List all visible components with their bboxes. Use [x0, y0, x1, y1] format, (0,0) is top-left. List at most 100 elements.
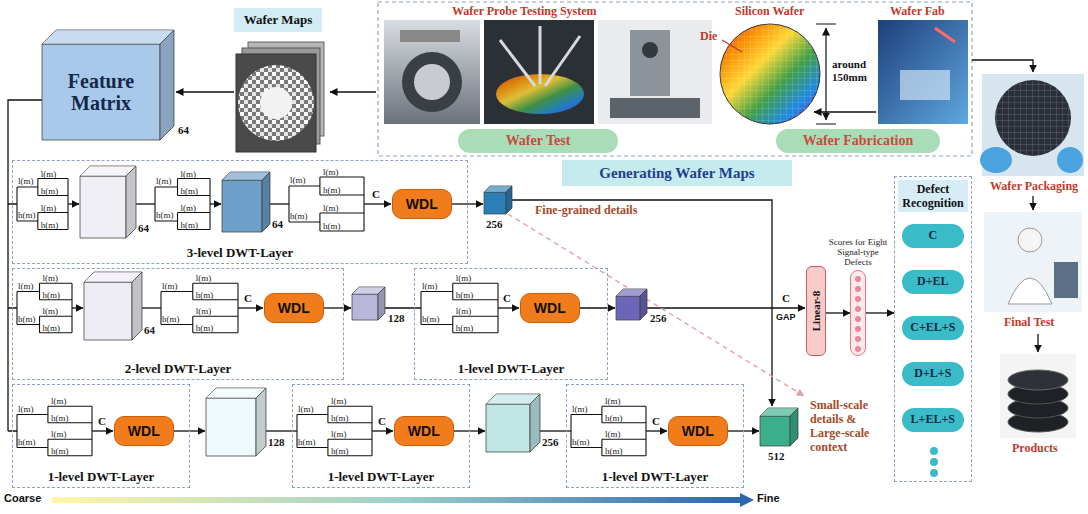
label-tree: l(m) [605, 429, 621, 439]
dwt-tree [571, 406, 646, 456]
photo-detail [414, 64, 450, 100]
cube-front [80, 176, 126, 238]
photo-detail [402, 52, 462, 112]
layer-group: 2-level DWT-LayerWDL [12, 268, 344, 380]
wire [176, 91, 234, 92]
wire [972, 60, 1033, 72]
wire [68, 203, 79, 204]
label-c: C [782, 292, 790, 305]
cube-side [506, 186, 512, 214]
node-text: D+L+S [914, 366, 951, 381]
dwt-tree [289, 177, 364, 231]
wire [238, 307, 263, 308]
wire [210, 203, 221, 204]
connector [826, 312, 850, 313]
dwt-tree [421, 283, 498, 333]
label-tree: l(m) [196, 273, 212, 283]
cube-side [132, 272, 142, 340]
layer-group: 1-level DWT-LayerWDL [12, 384, 190, 488]
wafer-disk [720, 24, 820, 124]
cube-side [640, 289, 647, 320]
node-text: C [928, 228, 937, 243]
node-text: 1-level DWT-Layer [415, 361, 607, 377]
label-gap: GAP [776, 312, 796, 322]
cube-side-shade [132, 272, 142, 340]
label-num: 256 [650, 312, 667, 325]
more-dot [930, 469, 938, 477]
more-dot [930, 458, 938, 466]
score-dot [855, 316, 861, 322]
label-cf: Coarse [4, 492, 41, 505]
score-dot [855, 306, 861, 312]
label-tree: l(m) [162, 281, 178, 291]
cube-side [126, 166, 136, 238]
cube-side [256, 388, 266, 456]
label-tree: h(m) [196, 323, 214, 333]
label-tree: l(m) [41, 203, 57, 213]
label-tree: l(m) [331, 429, 347, 439]
label-red: Die [700, 30, 717, 44]
wire [270, 203, 289, 204]
linear-layer: Linear-8 [806, 266, 826, 356]
wire [814, 111, 876, 112]
score-dot [855, 286, 861, 292]
label-num: 512 [768, 450, 785, 463]
wire [646, 430, 667, 431]
layer-group: 1-level DWT-Layer WDL [414, 268, 608, 380]
scale-bar [52, 497, 740, 503]
score-vector: Scores for Eight Signal-type Defects [850, 270, 866, 356]
node-text: 1-level DWT-Layer [293, 469, 469, 485]
label-tree: h(m) [456, 323, 474, 333]
wire [498, 307, 519, 308]
node-text: L+EL+S [911, 412, 955, 427]
node-text: WDL [682, 423, 714, 439]
node-text: WDL [278, 300, 310, 316]
label-tree: h(m) [18, 210, 36, 220]
stage-pill: Wafer Test [458, 129, 618, 153]
node-text: C+EL+S [910, 320, 955, 335]
probe-photos [384, 20, 712, 124]
cube-side-shade [126, 166, 136, 238]
label-num: 64 [144, 324, 155, 337]
label-tree: h(m) [298, 437, 316, 447]
label-num: 64 [138, 222, 149, 235]
label-tree: l(m) [572, 404, 588, 414]
cube-side-shade [640, 289, 647, 320]
label-tree: l(m) [196, 306, 212, 316]
label-tree: l(m) [18, 176, 34, 186]
cube-top [42, 30, 174, 44]
photo-detail [1057, 147, 1083, 173]
photo-detail [1018, 228, 1042, 252]
fab-photo [878, 20, 968, 124]
label-num: 64 [272, 218, 283, 231]
label-brown: Fine-grained details [535, 203, 637, 217]
cube-side [378, 287, 385, 320]
label-red: Products [1012, 442, 1058, 456]
layer-group: 1-level DWT-LayerWDL [566, 384, 744, 488]
dwt-tree [297, 406, 372, 456]
label-tree: h(m) [290, 211, 308, 221]
label-tree: h(m) [43, 290, 61, 300]
wire [1032, 196, 1033, 210]
label-c: C [378, 415, 386, 428]
label-tree: l(m) [323, 167, 339, 177]
node-text: Scores for Eight Signal-type Defects [826, 237, 890, 267]
photo [1000, 354, 1076, 438]
label-tree: l(m) [298, 404, 314, 414]
cube-side [530, 394, 540, 452]
wdl-block: WDL [394, 416, 454, 446]
title-box: Wafer Maps [234, 8, 322, 32]
layer-group: 3-level DWT-LayerWDL [12, 160, 468, 264]
wire [364, 203, 391, 204]
cube-front [616, 296, 640, 320]
cube-side [160, 30, 174, 140]
photo-detail [995, 80, 1071, 156]
label-tree: h(m) [18, 314, 36, 324]
wdl-block: WDL [520, 293, 580, 323]
silicon-wafer [720, 24, 836, 124]
cube-side-shade [256, 388, 266, 456]
dwt-tree [17, 406, 92, 456]
region-outline [378, 2, 972, 156]
wire [647, 307, 805, 308]
